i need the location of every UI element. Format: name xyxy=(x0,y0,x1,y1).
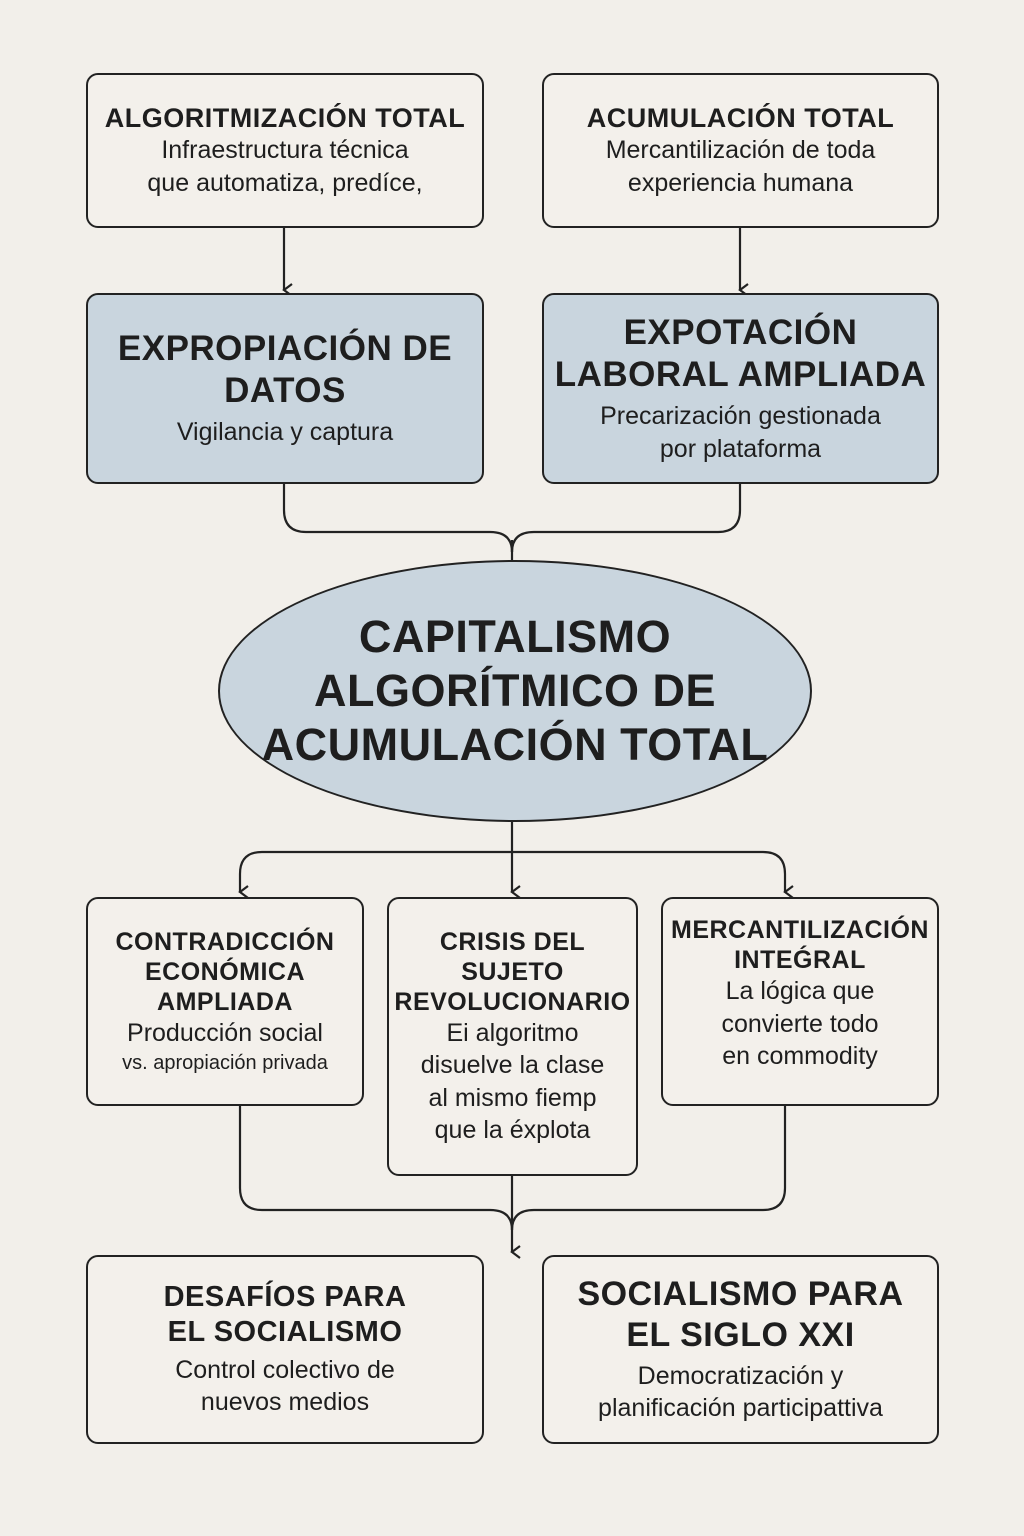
box-title: MERCANTILIZACIÓN xyxy=(671,916,929,944)
box-desafios-socialismo: DESAFÍOS PARA EL SOCIALISMO Control cole… xyxy=(86,1255,484,1444)
box-title: INTEǴRAL xyxy=(734,946,866,974)
box-title: EXPOTACIÓN xyxy=(623,313,858,352)
center-title: ALGORÍTMICO DE xyxy=(314,665,716,716)
box-text: convierte todo xyxy=(721,1009,879,1038)
box-title: LABORAL AMPLIADA xyxy=(554,355,927,394)
center-title: CAPITALISMO xyxy=(358,611,672,662)
box-title: DATOS xyxy=(224,371,346,411)
box-title: ACUMULACIÓN TOTAL xyxy=(586,102,895,133)
box-text: en commodity xyxy=(722,1042,878,1070)
center-title: ACUMULACIÓN TOTAL xyxy=(261,719,769,770)
box-crisis-sujeto: CRISIS DEL SUJETO REVOLUCIONARIO Ei algo… xyxy=(387,897,638,1176)
box-socialismo-siglo-xxi: SOCIALISMO PARA EL SIGLO XXI Democratiza… xyxy=(542,1255,939,1444)
box-text: planificación participattiva xyxy=(598,1394,883,1423)
box-title: ALGORITMIZACIÓN TOTAL xyxy=(104,102,466,133)
merge-right xyxy=(510,483,742,553)
box-text: Democratización y xyxy=(637,1361,844,1390)
merge-bottom-left xyxy=(238,1105,514,1231)
box-text: Producción social xyxy=(127,1019,323,1048)
central-concept-ellipse: CAPITALISMO ALGORÍTMICO DE ACUMULACIÓN T… xyxy=(218,560,812,822)
box-text: La lógica que xyxy=(725,977,875,1005)
box-acumulacion-total: ACUMULACIÓN TOTAL Mercantilización de to… xyxy=(542,73,939,228)
box-text: Control colectivo de xyxy=(175,1355,395,1384)
box-title: DESAFÍOS PARA xyxy=(163,1281,407,1314)
box-text: Infraestructura técnica xyxy=(161,136,409,165)
branch-right xyxy=(512,850,794,899)
box-text: Vigilancia y captura xyxy=(176,418,394,447)
box-text: nuevos medios xyxy=(200,1388,370,1417)
box-contradiccion-economica: CONTRADICCIÓN ECONÓMICA AMPLIADA Producc… xyxy=(86,897,364,1106)
box-title: EL SIGLO XXI xyxy=(626,1316,855,1354)
box-explotacion-laboral: EXPOTACIÓN LABORAL AMPLIADA Precarizació… xyxy=(542,293,939,484)
box-title: EXPROPIACIÓN DE xyxy=(117,329,453,369)
box-text: Ei algoritmo xyxy=(446,1018,579,1047)
box-mercantilizacion-integral: MERCANTILIZACIÓN INTEǴRAL La lógica que … xyxy=(661,897,939,1106)
box-text: Precarización gestionada xyxy=(600,402,881,430)
box-title: AMPLIADA xyxy=(157,988,293,1017)
box-text: por plataforma xyxy=(659,434,822,463)
box-text: al mismo fiemp xyxy=(428,1083,597,1112)
merge-left xyxy=(282,483,514,553)
box-text: que automatiza, predíce, xyxy=(147,168,423,197)
box-title: CONTRADICCIÓN xyxy=(115,928,335,957)
box-expropiacion-datos: EXPROPIACIÓN DE DATOS Vigilancia y captu… xyxy=(86,293,484,484)
box-title: ECONÓMICA xyxy=(144,958,306,987)
merge-bottom-right xyxy=(510,1105,787,1231)
box-title: CRISIS DEL xyxy=(439,927,586,956)
box-algoritmizacion-total: ALGORITMIZACIÓN TOTAL Infraestructura té… xyxy=(86,73,484,228)
box-text: disuelve la clase xyxy=(420,1051,605,1079)
box-title: REVOLUCIONARIO xyxy=(394,987,631,1016)
box-title: SOCIALISMO PARA xyxy=(577,1275,904,1314)
box-text: experiencia humana xyxy=(627,168,854,197)
box-text: que la éxplota xyxy=(434,1116,591,1144)
box-title: SUJETO xyxy=(461,957,564,986)
box-title: EL SOCIALISMO xyxy=(167,1316,403,1348)
box-text: Mercantilización de toda xyxy=(605,136,876,165)
box-text: vs. apropiación privada xyxy=(122,1051,328,1074)
branch-left xyxy=(238,850,512,899)
